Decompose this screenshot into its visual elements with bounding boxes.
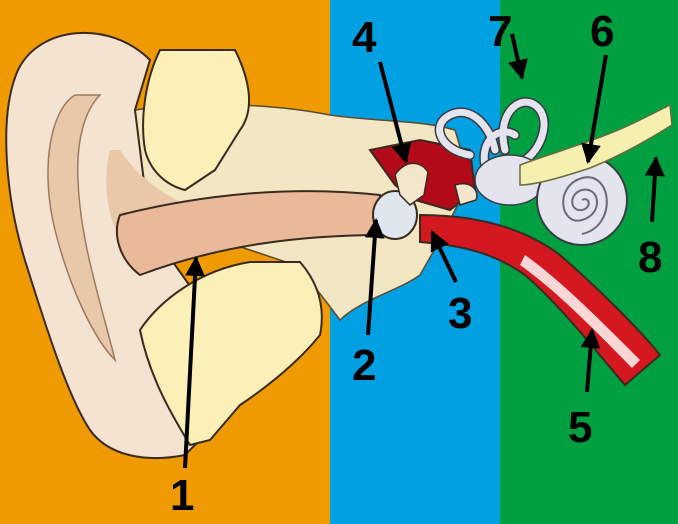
label-2: 2 [352,341,376,390]
label-5: 5 [568,403,592,452]
label-1: 1 [170,471,194,520]
label-3: 3 [448,289,472,338]
label-7: 7 [488,7,512,56]
label-4: 4 [352,13,377,62]
label-6: 6 [590,7,614,56]
label-8: 8 [638,233,662,282]
